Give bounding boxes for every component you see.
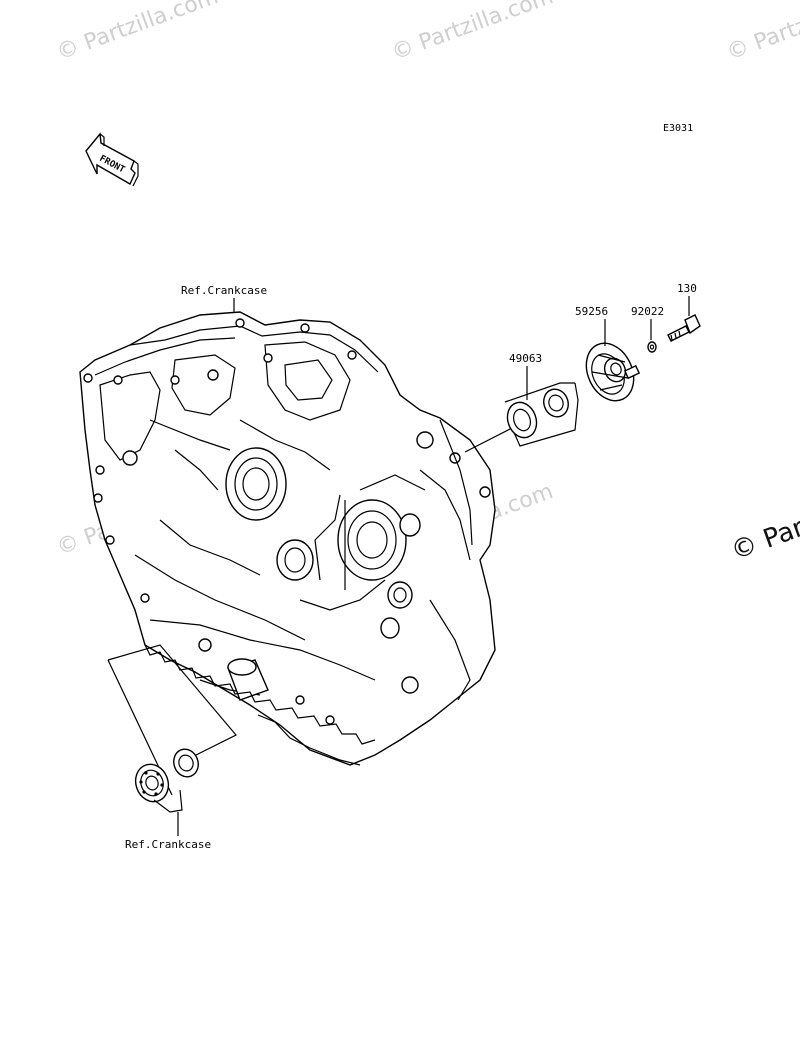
callout-59256: 59256 bbox=[575, 305, 608, 318]
watermark-right-partial: © Par bbox=[727, 512, 800, 566]
callout-ref-crankcase-bottom: Ref.Crankcase bbox=[125, 838, 211, 851]
callout-49063: 49063 bbox=[509, 352, 542, 365]
diagram-code: E3031 bbox=[663, 123, 693, 134]
ball-bearing bbox=[134, 763, 170, 803]
oil-seal bbox=[173, 748, 199, 778]
watermark-top-left: © Partzilla.com bbox=[54, 0, 222, 66]
part-49063-rotor bbox=[506, 388, 569, 439]
callout-92022: 92022 bbox=[631, 305, 664, 318]
callout-130: 130 bbox=[677, 282, 697, 295]
lower-bearing-group: Ref.Crankcase bbox=[107, 644, 237, 851]
watermark-top-right: © Partzilla.com bbox=[724, 0, 800, 66]
part-59256-cover bbox=[585, 342, 641, 402]
callout-ref-crankcase-top: Ref.Crankcase bbox=[181, 284, 267, 297]
crankcase-illustration bbox=[79, 311, 496, 766]
oil-pump-assembly-exploded: 49063 59256 92022 130 bbox=[464, 282, 701, 453]
watermark-top-center: © Partzilla.com bbox=[389, 0, 557, 66]
part-92022-washer bbox=[647, 341, 657, 353]
part-130-bolt bbox=[667, 314, 701, 342]
front-arrow-icon: FRONT bbox=[85, 132, 139, 187]
